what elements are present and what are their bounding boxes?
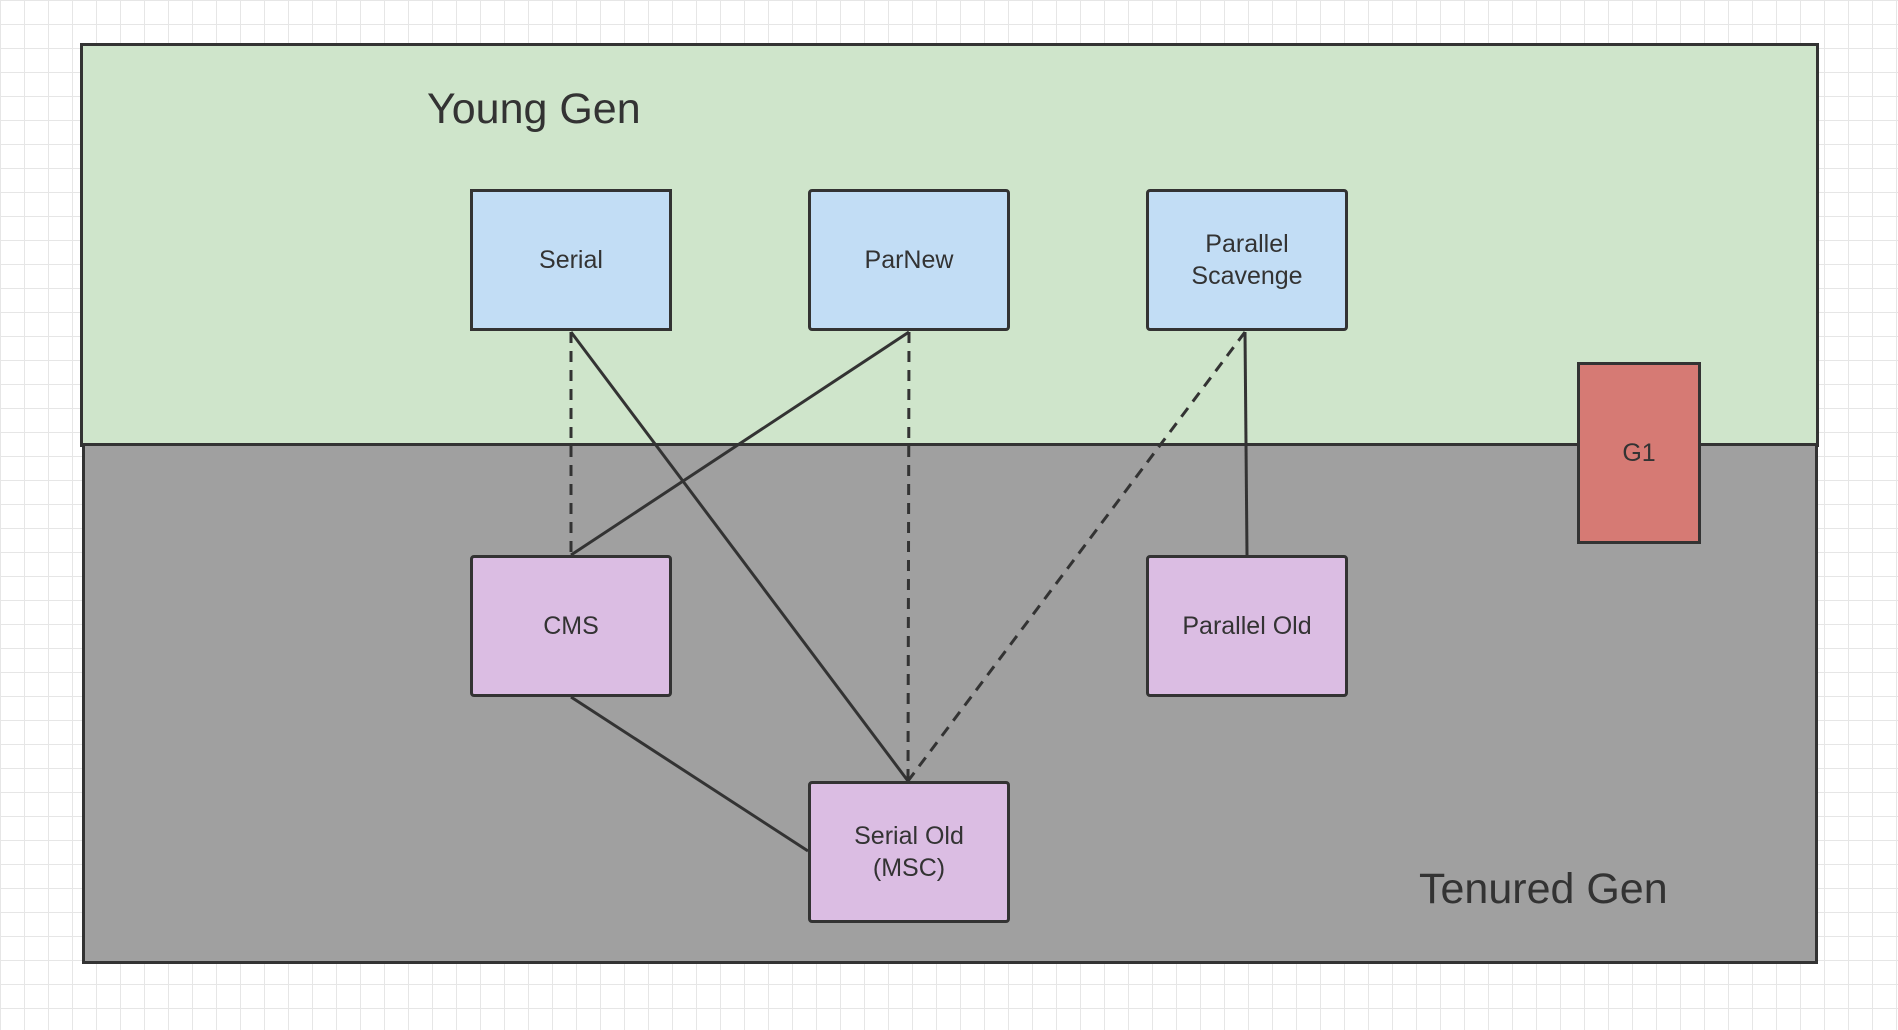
young-gen-label: Young Gen [427,85,641,133]
serial-to-serial-old-connection [569,331,910,782]
cms-to-serial-old-connection [570,695,809,853]
cms-collector-box: CMS [470,555,672,697]
serial-old-msc-collector-box: Serial Old (MSC) [808,781,1010,923]
parallel-old-collector-box: Parallel Old [1146,555,1348,697]
g1-collector-box: G1 [1577,362,1701,544]
parallel-scavenge-collector-box: Parallel Scavenge [1146,189,1348,331]
parnew-to-cms-connection [570,330,910,557]
tenured-gen-label: Tenured Gen [1419,865,1668,913]
parallel-scavenge-to-parallel-old-connection [1243,331,1249,556]
serial-collector-box: Serial [470,189,672,331]
parnew-collector-box: ParNew [808,189,1010,331]
parnew-to-serial-old-connection [906,331,911,782]
